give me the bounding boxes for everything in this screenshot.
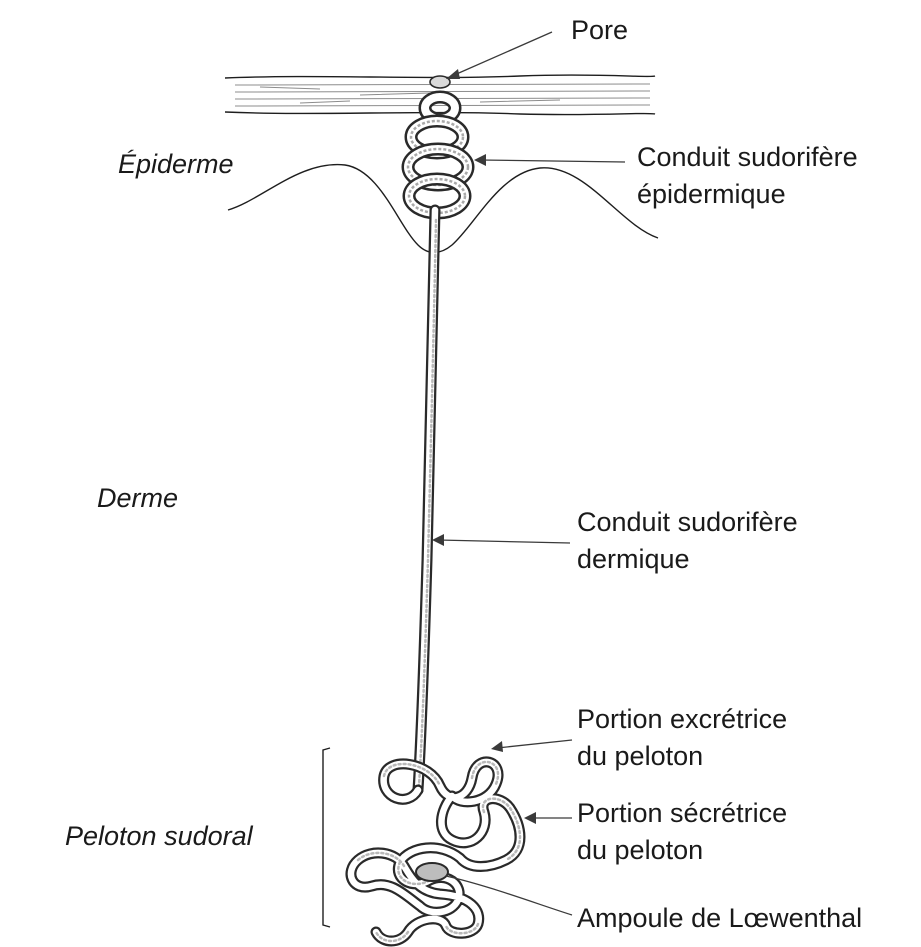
secretory-coil — [351, 762, 520, 941]
epidermal-duct-coil — [408, 97, 468, 213]
label-derme: Derme — [97, 483, 178, 513]
label-pore: Pore — [571, 15, 628, 45]
label-conduit-epidermique-1: Conduit sudorifère — [637, 142, 858, 172]
label-portion-excretrice-1: Portion excrétrice — [577, 704, 787, 734]
label-epiderme: Épiderme — [118, 149, 234, 179]
ampoule-swelling — [416, 863, 448, 881]
pore-opening — [430, 76, 450, 88]
leader-portion-secretrice — [524, 812, 572, 824]
leader-portion-excretrice — [491, 740, 572, 752]
label-conduit-dermique-2: dermique — [577, 544, 690, 574]
peloton-bracket — [323, 748, 330, 927]
label-portion-excretrice-2: du peloton — [577, 741, 703, 771]
label-ampoule: Ampoule de Lœwenthal — [577, 903, 862, 933]
label-peloton-sudoral: Peloton sudoral — [65, 821, 254, 851]
label-conduit-epidermique-2: épidermique — [637, 179, 786, 209]
label-conduit-dermique-1: Conduit sudorifère — [577, 507, 798, 537]
dermal-duct — [418, 210, 436, 790]
leader-conduit-dermique — [432, 534, 570, 546]
leader-pore — [446, 32, 552, 79]
leader-conduit-epidermique — [474, 154, 625, 166]
label-portion-secretrice-1: Portion sécrétrice — [577, 798, 787, 828]
label-portion-secretrice-2: du peloton — [577, 835, 703, 865]
